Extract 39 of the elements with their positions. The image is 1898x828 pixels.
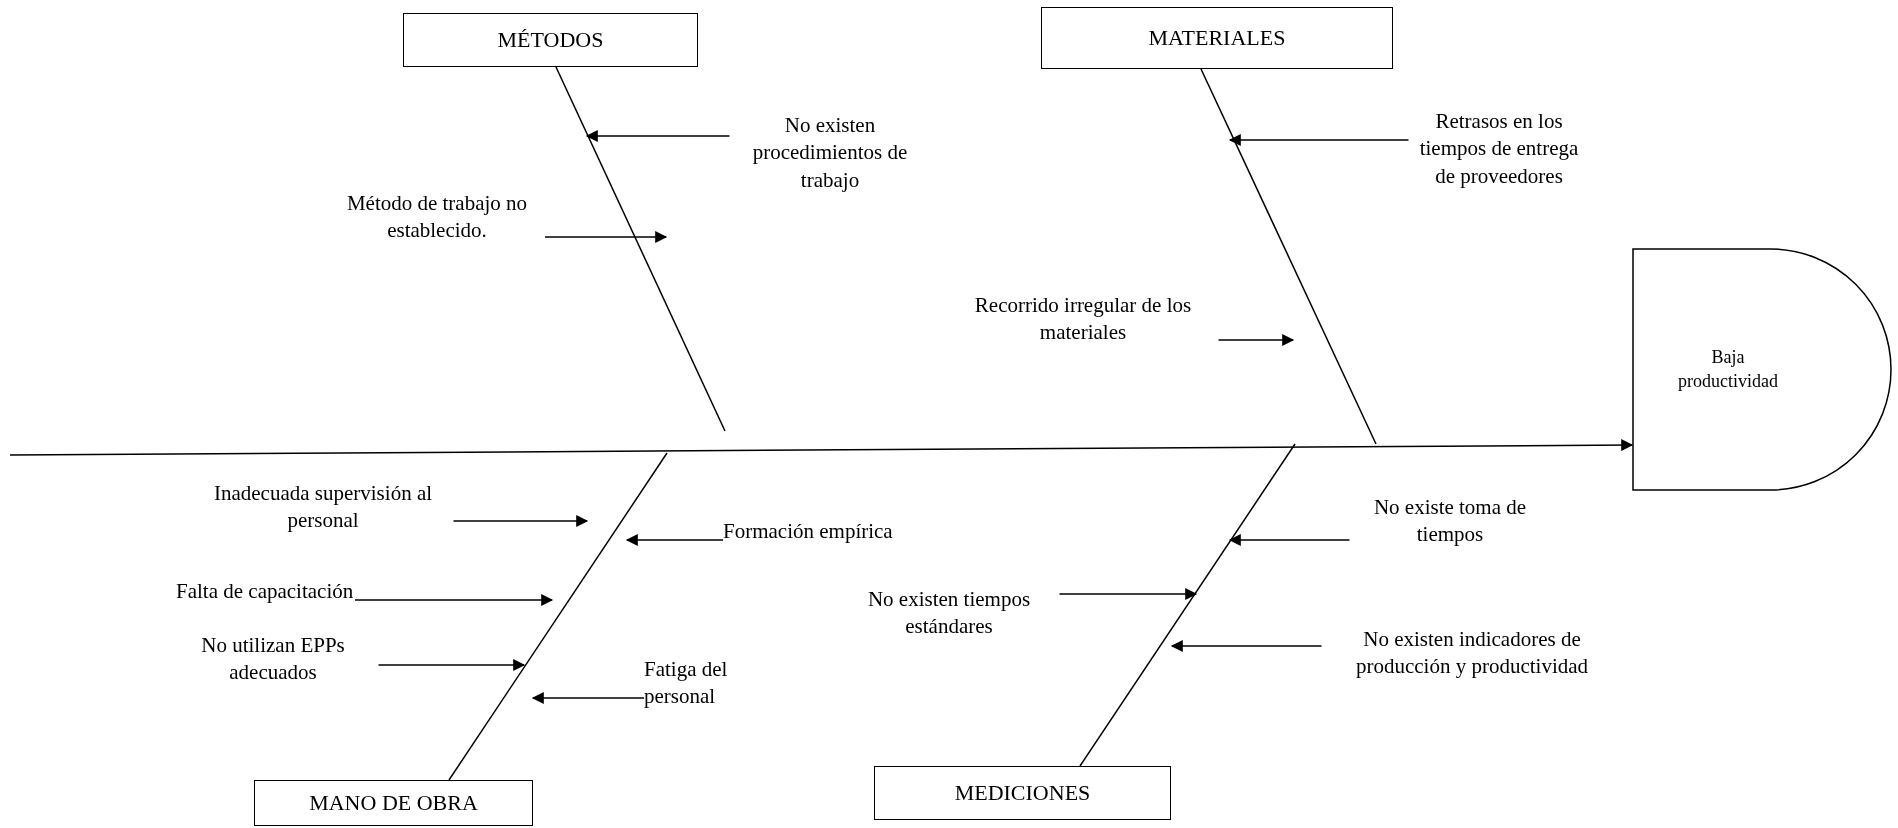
category-box — [874, 766, 1171, 820]
category-box — [403, 13, 698, 67]
arrow — [1228, 534, 1351, 546]
cause-text: Recorrido irregular de los materiales — [947, 292, 1219, 347]
arrow — [1058, 588, 1198, 600]
cause-text: No existen indicadores de producción y productividad — [1321, 626, 1623, 681]
fishbone-line — [448, 452, 668, 781]
cause-text: Fatiga del personal — [644, 656, 775, 711]
arrow — [544, 231, 668, 243]
cause-text: No existen tiempos estándares — [838, 586, 1060, 641]
cause-text: No existen procedimientos de trabajo — [729, 112, 931, 194]
cause-text: Falta de capacitación — [176, 578, 355, 606]
fishbone-line — [1079, 443, 1296, 767]
arrow — [9, 439, 1634, 456]
arrow — [625, 534, 724, 546]
arrow — [377, 659, 526, 671]
cause-text: Retrasos en los tiempos de entrega de proveedores — [1408, 108, 1590, 190]
cause-text: Inadecuada supervisión al personal — [192, 480, 454, 535]
arrow — [1228, 134, 1410, 146]
arrow — [1170, 640, 1323, 652]
arrow — [1217, 334, 1295, 346]
cause-text: No utilizan EPPs adecuados — [167, 632, 379, 687]
label-text: MANO DE OBRA — [309, 788, 478, 817]
fishbone-line — [1200, 68, 1377, 445]
cause-text: Método de trabajo no establecido. — [329, 190, 545, 245]
arrow — [452, 515, 589, 527]
label-text: MEDICIONES — [954, 778, 1091, 807]
category-box — [254, 780, 533, 826]
effect-head — [1632, 248, 1892, 491]
cause-text: No existe toma de tiempos — [1349, 494, 1551, 549]
cause-text: Formación empírica — [723, 518, 894, 546]
arrow — [585, 130, 731, 142]
arrow — [531, 692, 645, 704]
label-text: Baja productividad — [1677, 346, 1779, 393]
category-box — [1041, 7, 1393, 69]
arrow — [354, 594, 554, 606]
label-text: MATERIALES — [1148, 23, 1286, 52]
label-text: MÉTODOS — [497, 25, 604, 54]
fishbone-line — [555, 66, 726, 432]
